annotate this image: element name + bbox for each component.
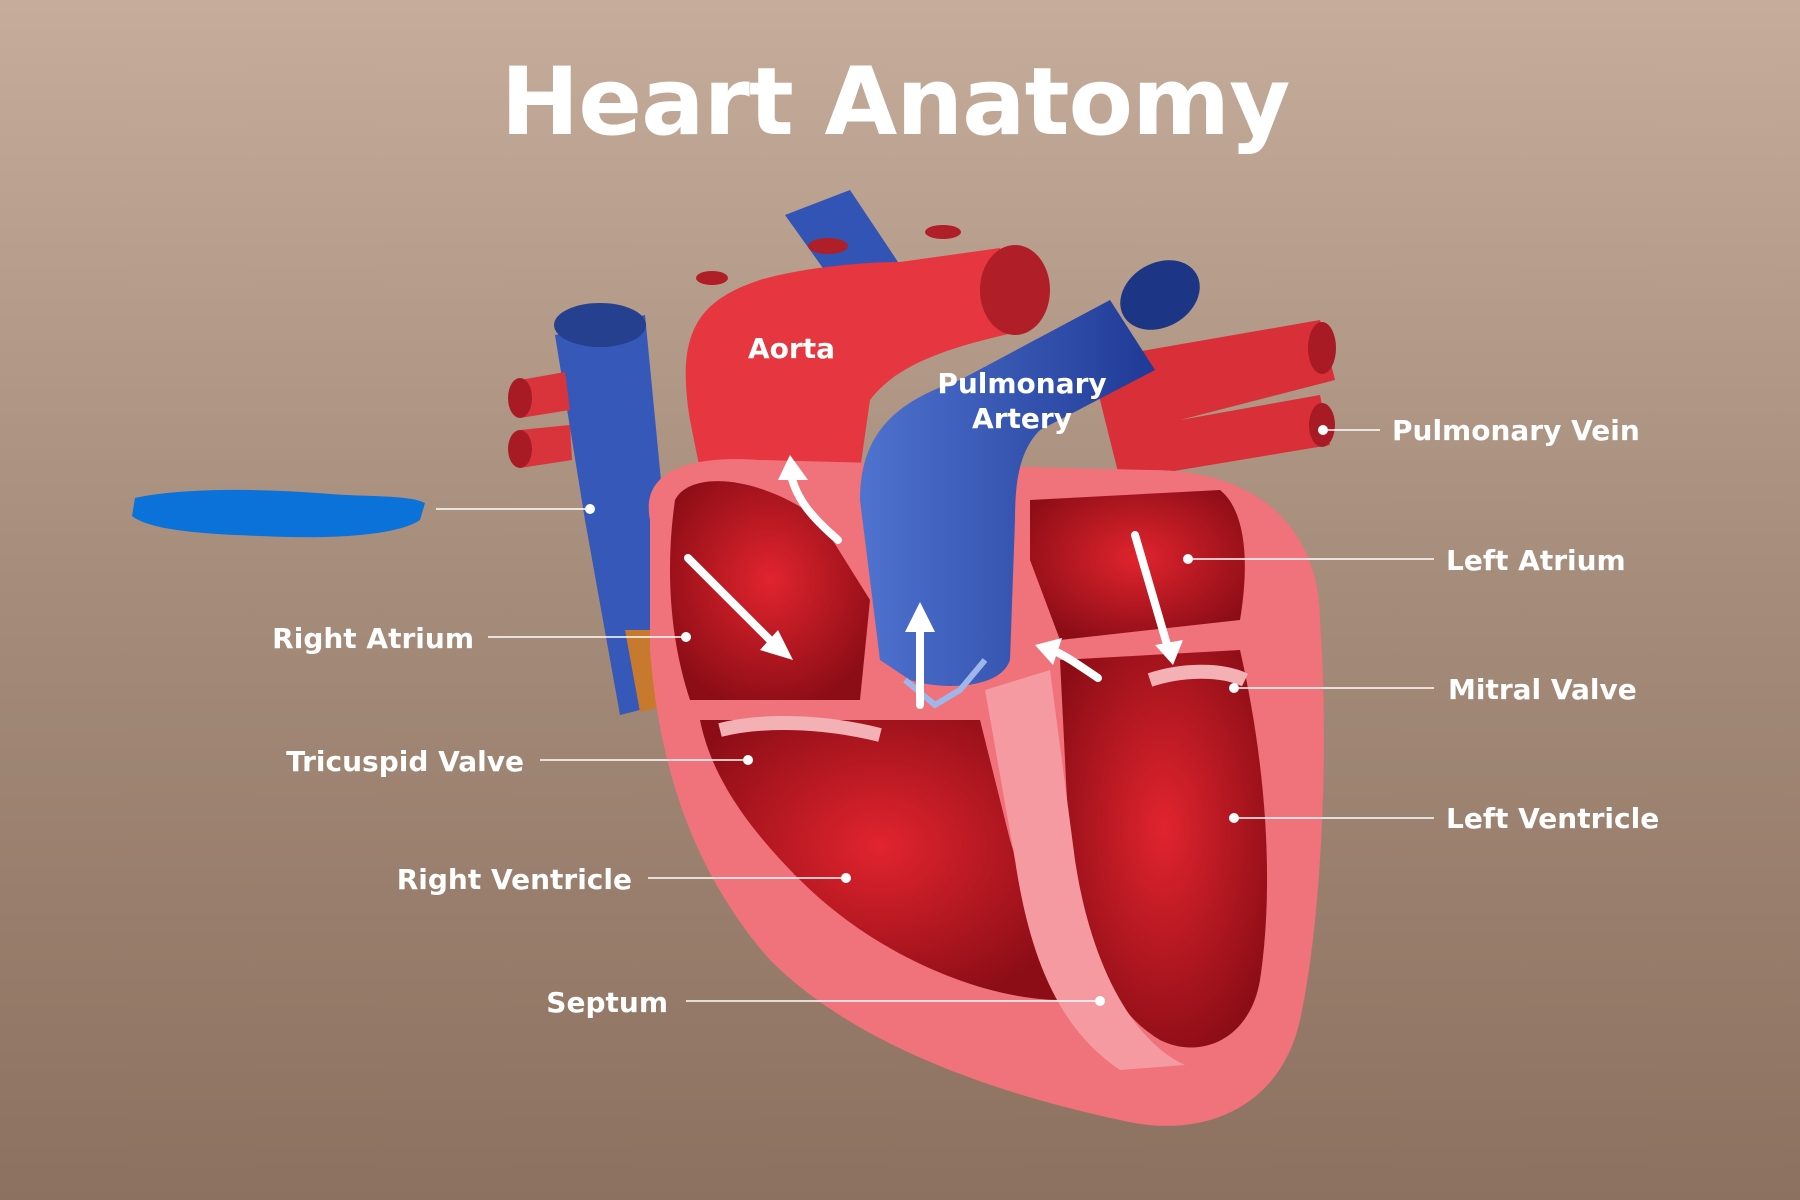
septum-wall (985, 670, 1185, 1070)
aorta-vessel (685, 225, 1050, 470)
arrow-right-atrium (684, 554, 779, 649)
dot-right-ventricle (841, 873, 851, 883)
dot-left-ventricle (1229, 813, 1239, 823)
dot-mitral (1229, 683, 1239, 693)
flow-arrows (684, 455, 1183, 709)
arrow-aorta-head (778, 455, 808, 480)
pulmonary-artery-vessel (860, 260, 1200, 709)
label-pulmonary-vein: Pulmonary Vein (1392, 414, 1640, 447)
dot-right-atrium (681, 632, 691, 642)
leader-lines (436, 425, 1434, 1006)
dot-septum (1095, 996, 1105, 1006)
label-right-ventricle: Right Ventricle (397, 863, 632, 896)
right-atrium-chamber (670, 481, 870, 700)
dot-left-atrium (1183, 554, 1193, 564)
mitral-valve-fringe (1147, 664, 1249, 687)
left-atrium-chamber (1030, 490, 1245, 640)
tricuspid-valve-fringe (718, 716, 882, 742)
label-mitral-valve: Mitral Valve (1448, 673, 1637, 706)
dot-svc (585, 504, 595, 514)
label-aorta: Aorta (748, 332, 835, 365)
pulmonary-vein-vessels (1090, 320, 1336, 480)
arrow-right-atrium-head (760, 630, 793, 660)
label-left-atrium: Left Atrium (1446, 544, 1626, 577)
arrow-left-ventricle-head (1035, 638, 1062, 665)
arrow-left-atrium (1131, 531, 1172, 652)
arrow-pulmonary-head (905, 602, 935, 632)
page-title: Heart Anatomy (500, 48, 1291, 157)
arrow-left-atrium-head (1155, 640, 1183, 665)
dot-tricuspid (743, 755, 753, 765)
vessel-top-blue (785, 190, 900, 285)
label-tricuspid-valve: Tricuspid Valve (286, 745, 524, 778)
label-left-ventricle: Left Ventricle (1446, 802, 1659, 835)
redaction-mark (132, 489, 425, 538)
label-pulmonary-artery-1: Pulmonary (937, 367, 1106, 400)
right-ventricle-chamber (700, 720, 1060, 1000)
left-ventricle-chamber (1060, 650, 1268, 1048)
dot-pulmonary-vein (1318, 425, 1328, 435)
label-right-atrium: Right Atrium (272, 622, 474, 655)
label-septum: Septum (546, 986, 668, 1019)
label-pulmonary-artery-2: Artery (972, 402, 1072, 435)
